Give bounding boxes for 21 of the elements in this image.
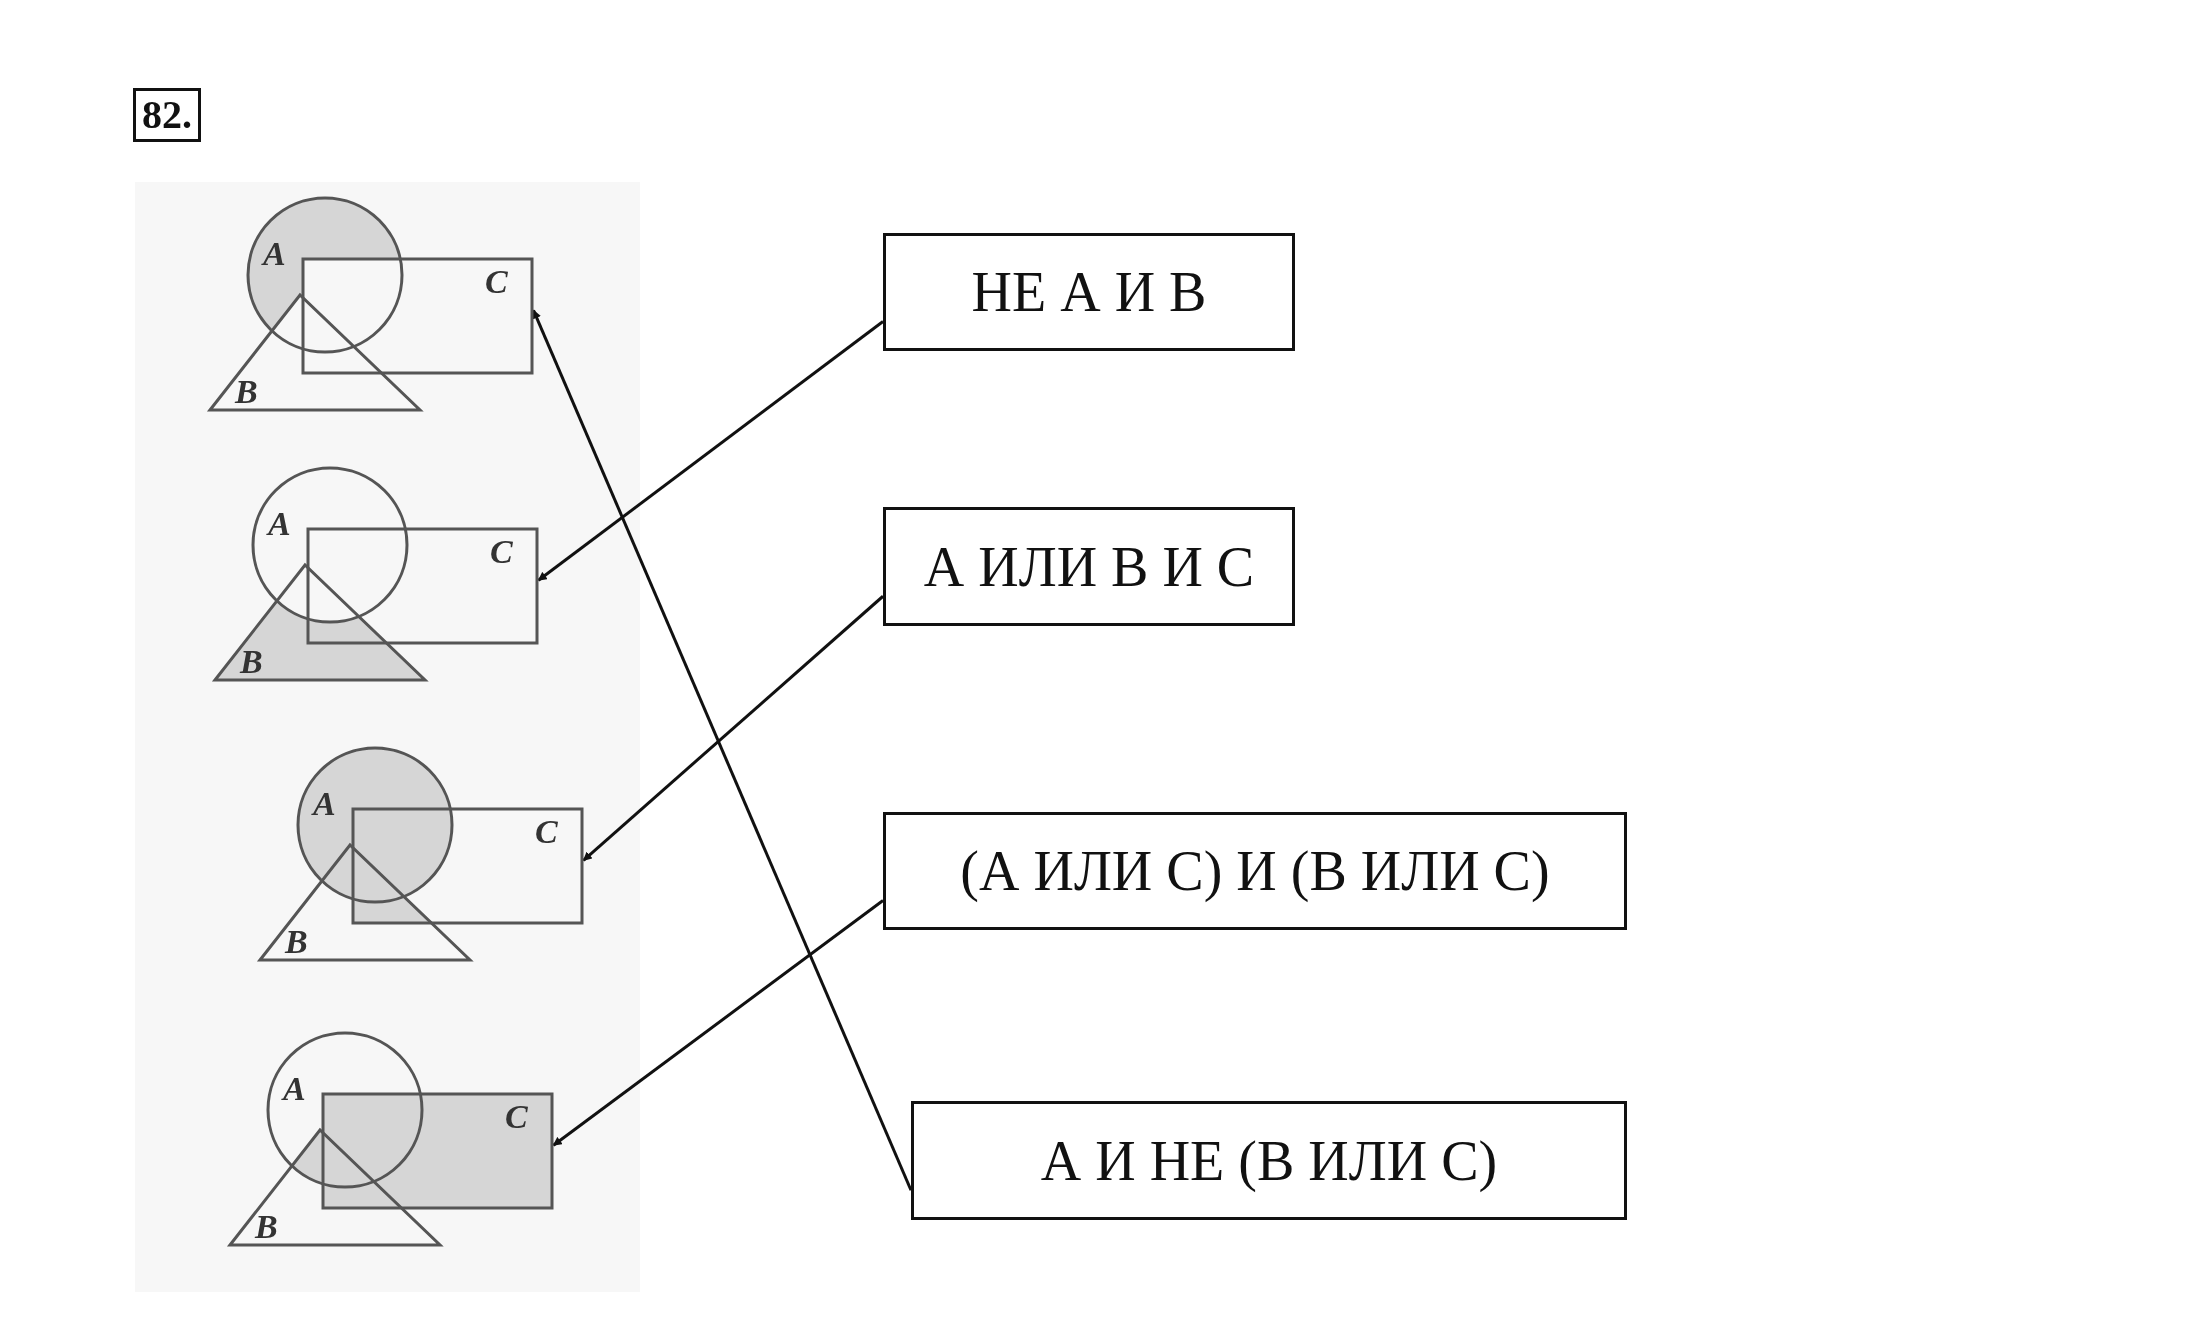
set-label: C <box>485 265 508 299</box>
set-label: B <box>255 1210 278 1244</box>
expression-box: НЕ А И В <box>883 233 1295 351</box>
arrow <box>582 595 884 862</box>
arrow <box>537 320 884 582</box>
set-label: A <box>313 787 336 821</box>
expression-box: А ИЛИ В И С <box>883 507 1295 626</box>
set-label: B <box>240 645 263 679</box>
set-label: C <box>535 815 558 849</box>
set-label: B <box>285 925 308 959</box>
set-label: C <box>490 535 513 569</box>
set-label: A <box>268 507 291 541</box>
task-number: 82. <box>133 88 201 142</box>
expression-box: (А ИЛИ С) И (В ИЛИ С) <box>883 812 1627 930</box>
set-label: C <box>505 1100 528 1134</box>
expression-box: А И НЕ (В ИЛИ С) <box>911 1101 1627 1220</box>
arrow <box>532 309 913 1191</box>
arrow <box>552 899 884 1147</box>
set-label: A <box>263 237 286 271</box>
set-label: B <box>235 375 258 409</box>
set-label: A <box>283 1072 306 1106</box>
